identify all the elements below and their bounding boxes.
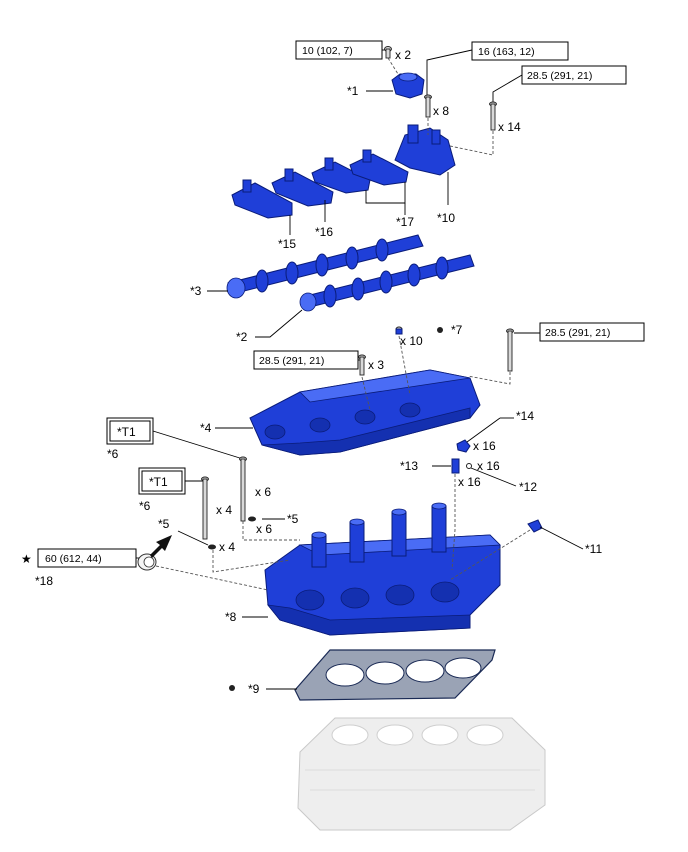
special-tool-box-lower — [138, 467, 186, 495]
callout-17: *17 — [396, 215, 414, 229]
bearing-cap-15 — [231, 179, 293, 219]
torque-spec-5: 28.5 (291, 21) — [545, 327, 610, 339]
torque-box-2 — [471, 41, 569, 61]
housing-bolt-short — [358, 354, 366, 376]
callout-6-lower: *6 — [139, 499, 151, 513]
non-reusable-dot-7 — [437, 327, 443, 333]
torque-box-5 — [539, 322, 645, 342]
callout-9: *9 — [248, 682, 260, 696]
torque-spec-3: 28.5 (291, 21) — [259, 355, 324, 367]
callout-14: *14 — [516, 409, 534, 423]
torque-spec-2: 16 (163, 12) — [478, 46, 535, 58]
callout-3: *3 — [190, 284, 202, 298]
torque-spec-1: 10 (102, 7) — [302, 45, 353, 57]
callout-16: *16 — [315, 225, 333, 239]
cover-bolt — [384, 46, 392, 59]
head-bolt-long-upper — [239, 456, 247, 522]
install-arrow-icon — [150, 535, 172, 558]
qty-x8: x 8 — [433, 104, 449, 118]
callout-5-left: *5 — [158, 517, 170, 531]
washer-upper — [248, 516, 256, 522]
callout-15: *15 — [278, 237, 296, 251]
callout-1: *1 — [347, 84, 359, 98]
callout-18: *18 — [35, 574, 53, 588]
housing-bolt-small — [395, 326, 403, 335]
bearing-cap-17 — [311, 149, 409, 194]
camshaft-3 — [226, 234, 424, 299]
bearing-cap-10 — [394, 124, 456, 176]
callout-13: *13 — [400, 459, 418, 473]
qty-x6-upper: x 6 — [255, 485, 271, 499]
qty-x16-14: x 16 — [473, 439, 496, 453]
part-13-sleeve — [451, 458, 460, 474]
callout-4: *4 — [200, 421, 212, 435]
qty-x6-washer: x 6 — [256, 522, 272, 536]
qty-x3: x 3 — [368, 358, 384, 372]
washer-lower — [208, 544, 216, 550]
part-12-ring — [466, 463, 472, 469]
plug-18 — [137, 553, 157, 571]
qty-x16-13: x 16 — [458, 475, 481, 489]
qty-x10: x 10 — [400, 334, 423, 348]
housing-bolt-long — [506, 328, 514, 372]
non-reusable-dot-gasket — [229, 685, 235, 691]
cap-bolt-14 — [489, 101, 497, 131]
torque-spec-4: 28.5 (291, 21) — [527, 70, 592, 82]
callout-10: *10 — [437, 211, 455, 225]
special-tool-label-lower: *T1 — [149, 475, 168, 489]
engine-block — [297, 717, 546, 831]
qty-x4-bolt: x 4 — [216, 503, 232, 517]
qty-x2: x 2 — [395, 48, 411, 62]
callout-2: *2 — [236, 330, 248, 344]
qty-x14: x 14 — [498, 120, 521, 134]
part-14-bracket — [456, 439, 471, 453]
callout-5-right: *5 — [287, 512, 299, 526]
callout-7: *7 — [451, 323, 463, 337]
bearing-cap-16 — [271, 168, 334, 207]
camshaft-housing — [249, 369, 481, 456]
qty-x4-washer: x 4 — [219, 540, 235, 554]
part-1-cover — [391, 72, 425, 99]
qty-x16-12: x 16 — [477, 459, 500, 473]
callout-11: *11 — [585, 542, 602, 556]
cylinder-head-gasket — [294, 649, 496, 701]
callout-12: *12 — [519, 480, 537, 494]
star-icon: ★ — [21, 552, 32, 566]
camshaft-2 — [299, 254, 475, 312]
special-tool-label-upper: *T1 — [117, 425, 136, 439]
torque-spec-6: 60 (612, 44) — [45, 553, 102, 565]
head-bolt-long-lower — [201, 476, 209, 540]
callout-6-upper: *6 — [107, 447, 119, 461]
cap-bolt-8 — [424, 94, 432, 118]
callout-8: *8 — [225, 610, 237, 624]
special-tool-box-upper — [106, 417, 154, 445]
cylinder-head — [264, 502, 501, 636]
